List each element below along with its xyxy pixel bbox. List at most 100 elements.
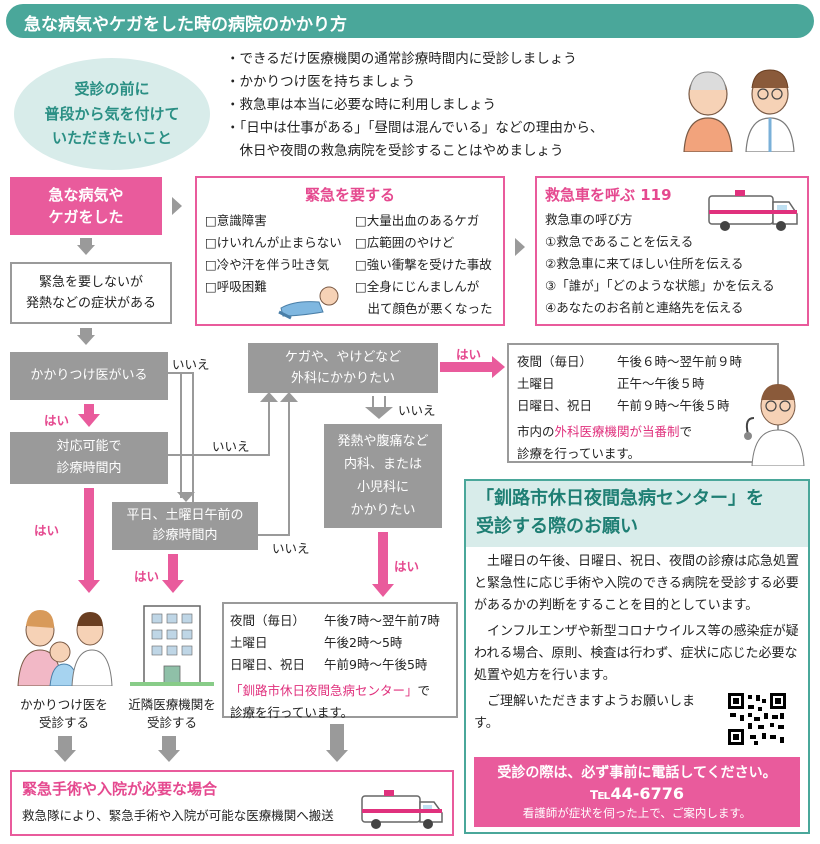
nearby-result-line: 受診する <box>146 715 197 730</box>
emergency-list-left: □意識障害 □けいれんが止まらない □冷や汗を伴う吐き気 □呼吸困難 <box>205 210 355 298</box>
ambulance-box: 救急車を呼ぶ 119 救急車の呼び方 ①救急であることを伝える ②救急車に来てほ… <box>535 176 809 326</box>
connector-line <box>168 454 270 456</box>
arrow-right-stem <box>440 362 492 372</box>
intro-oval: 受診の前に 普段から気を付けて いただきたいこと <box>14 58 210 170</box>
symptom-item: □広範囲のやけど <box>355 235 455 250</box>
hours-time: 午後６時～翌午前９時 <box>617 354 743 369</box>
family-result-line: かかりつけ医を <box>20 697 108 712</box>
intro-bullet: ・救急車は本当に必要な時に利用しましょう <box>226 97 496 113</box>
connector-line <box>268 400 270 456</box>
weekday-box: 平日、土曜日午前の 診療時間内 <box>112 502 258 550</box>
symptom-item: 出て顔色が悪くなった <box>355 301 493 316</box>
arrow-down-stem <box>162 736 176 750</box>
internal-line: かかりたい <box>350 503 416 518</box>
intro-oval-line: 受診の前に <box>74 79 150 98</box>
arrow-down-pink-icon <box>78 414 100 427</box>
arrow-down-icon <box>158 750 180 762</box>
center-paragraph: インフルエンザや新型コロナウイルス等の感染症が疑われる場合、原則、検査は行わず、… <box>474 624 799 683</box>
start-line: 急な病気や <box>48 186 124 204</box>
hours-day: 土曜日 <box>517 376 555 391</box>
intro-bullet: 休日や夜間の救急病院を受診することはやめましょう <box>226 143 564 159</box>
internal-box: 発熱や腹痛など 内科、または 小児科に かかりたい <box>324 424 442 528</box>
fallen-person-icon <box>278 286 339 320</box>
hours-time: 正午～午後５時 <box>617 376 705 391</box>
yes-label: はい <box>134 569 160 584</box>
no-label: いいえ <box>212 439 250 454</box>
intro-oval-line: いただきたいこと <box>51 129 172 148</box>
symptom-item: □呼吸困難 <box>205 279 267 294</box>
surgical-hours-box: 夜間（毎日）午後６時～翌午前９時 土曜日正午～午後５時 日曜日、祝日午前９時～午… <box>507 343 779 463</box>
arrow-right-icon <box>172 197 182 215</box>
intro-bullet: ・かかりつけ医を持ちましょう <box>226 74 416 90</box>
arrow-down-pink-icon <box>372 584 394 597</box>
urgent-text: 救急隊により、緊急手術や入院が可能な医療機関へ搬送 <box>22 808 334 823</box>
hours-time: 午後7時～翌午前7時 <box>324 613 440 628</box>
center-note: 「釧路市休日夜間急病センター」で <box>230 683 431 698</box>
ambulance-step: ③「誰が」「どのような状態」かを伝える <box>545 278 775 293</box>
center-note-line2: 診療を行っています。 <box>230 705 354 720</box>
arrow-up-icon <box>280 392 298 402</box>
no-label: いいえ <box>172 357 210 372</box>
arrow-up-icon <box>260 392 278 402</box>
connector-line <box>256 534 290 536</box>
call-title: 受診の際は、必ず事前に電話してください。 <box>497 765 777 781</box>
arrow-down-stem <box>84 404 94 414</box>
phone-number[interactable]: ℡44-6776 <box>590 784 684 803</box>
hours-day: 日曜日、祝日 <box>230 657 306 672</box>
connector-line <box>180 372 182 498</box>
hospital-building-icon <box>130 605 214 686</box>
center-paragraph: 土曜日の午後、日曜日、祝日、夜間の診療は応急処置と緊急性に応じ手術や入院のできる… <box>474 554 800 613</box>
non-emergency-line: 緊急を要しないが <box>38 275 143 290</box>
connector-line <box>288 400 290 536</box>
arrow-down-stem <box>58 736 72 750</box>
ambulance-subtitle: 救急車の呼び方 <box>545 212 633 227</box>
doctor-child-illustration <box>17 610 113 686</box>
start-line: ケガをした <box>48 208 124 226</box>
yes-label: はい <box>394 559 420 574</box>
internal-line: 発熱や腹痛など <box>337 434 429 449</box>
doctor-stethoscope-icon <box>744 384 805 466</box>
injury-line: ケガや、やけどなど <box>284 350 402 365</box>
symptom-item: □大量出血のあるケガ <box>355 213 480 228</box>
arrow-down-icon <box>54 750 76 762</box>
family-result-line: 受診する <box>38 715 89 730</box>
arrow-right-pink-icon <box>492 356 505 378</box>
page-title: 急な病気やケガをした時の病院のかかり方 <box>6 4 814 38</box>
emergency-list-right: □大量出血のあるケガ □広範囲のやけど □強い衝撃を受けた事故 □全身にじんまし… <box>355 210 505 320</box>
ambulance-step: ④あなたのお名前と連絡先を伝える <box>545 300 744 315</box>
intro-bullet: ・できるだけ医療機関の通常診療時間内に受診しましょう <box>226 51 577 67</box>
hours-day: 夜間（毎日） <box>230 613 306 628</box>
hours-row: 日曜日、祝日午前9時～午後5時 <box>230 654 450 676</box>
available-box: 対応可能で 診療時間内 <box>10 432 168 484</box>
yes-label: はい <box>44 413 70 428</box>
emergency-title: 緊急を要する <box>304 186 395 204</box>
weekday-line: 平日、土曜日午前の <box>126 508 244 523</box>
surgical-note: 市内の外科医療機関が当番制で <box>517 424 693 439</box>
urgent-title: 緊急手術や入院が必要な場合 <box>22 780 218 798</box>
symptom-item: □意識障害 <box>205 213 267 228</box>
center-paragraph: ご理解いただきますようお願いします。 <box>474 694 696 731</box>
surgical-note-line2: 診療を行っています。 <box>517 446 641 461</box>
nearby-result-line: 近隣医療機関を <box>128 697 216 712</box>
ambulance-icon <box>708 190 798 231</box>
call-note: 看護師が症状を伺った上で、ご案内します。 <box>522 806 752 820</box>
symptom-item: □けいれんが止まらない <box>205 235 342 250</box>
symptom-item: □冷や汗を伴う吐き気 <box>205 257 330 272</box>
non-emergency-box: 緊急を要しないが 発熱などの症状がある <box>10 262 172 324</box>
nearby-result: 近隣医療機関を 受診する <box>120 696 224 732</box>
hours-day: 夜間（毎日） <box>517 354 593 369</box>
symptom-item: □強い衝撃を受けた事故 <box>355 257 492 272</box>
ambulance-title: 救急車を呼ぶ 119 <box>545 186 672 204</box>
ambulance-step: ①救急であることを伝える <box>545 234 694 249</box>
intro-oval-line: 普段から気を付けて <box>44 104 180 123</box>
no-label: いいえ <box>398 403 436 418</box>
non-emergency-line: 発熱などの症状がある <box>25 296 156 311</box>
symptom-item: □全身にじんましんが <box>355 279 480 294</box>
hours-time: 午前９時～午後５時 <box>617 398 730 413</box>
hours-time: 午後2時～5時 <box>324 635 403 650</box>
arrow-down-pink-icon <box>162 580 184 593</box>
center-info-box: 「釧路市休日夜間急病センター」を 受診する際のお願い 土曜日の午後、日曜日、祝日… <box>464 479 810 834</box>
injury-box: ケガや、やけどなど 外科にかかりたい <box>248 343 438 393</box>
intro-bullet: ・「日中は仕事がある」「昼間は混んでいる」などの理由から、 <box>226 120 604 136</box>
ambulance-icon <box>361 790 443 829</box>
